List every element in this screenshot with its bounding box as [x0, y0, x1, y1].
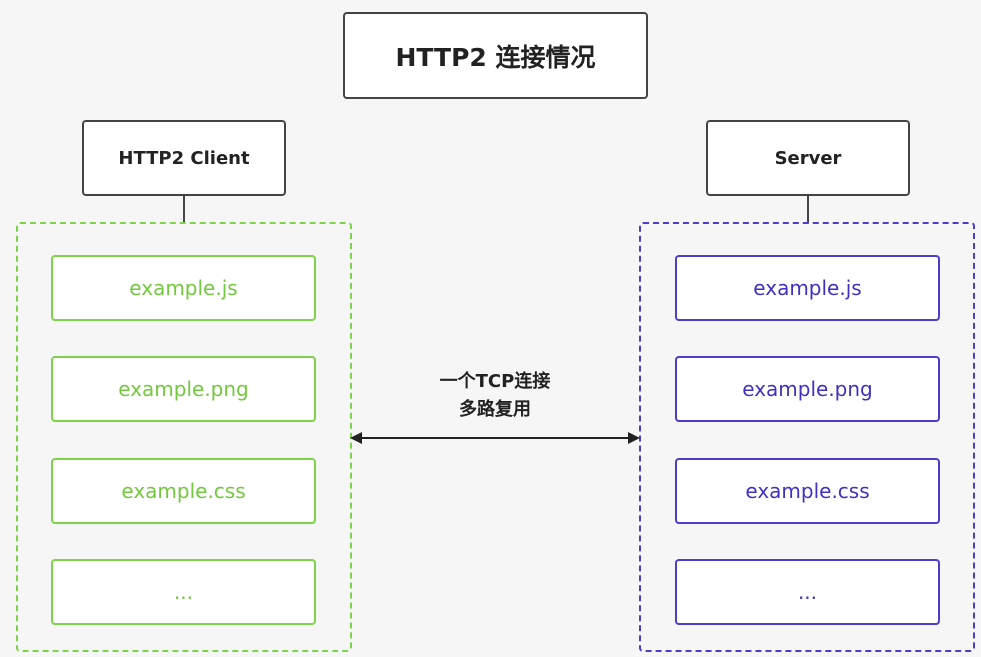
client-node: HTTP2 Client [82, 120, 286, 196]
diagram-title: HTTP2 连接情况 [343, 12, 648, 99]
client-resource-group [16, 222, 352, 652]
server-node: Server [706, 120, 910, 196]
client-connector-line [183, 196, 185, 223]
bidirectional-arrow-icon [350, 432, 640, 444]
connection-label: 一个TCP连接 多路复用 [400, 368, 590, 424]
client-file-item: ... [51, 559, 316, 625]
server-file-item: example.css [675, 458, 940, 524]
client-file-item: example.png [51, 356, 316, 422]
server-file-item: ... [675, 559, 940, 625]
client-file-item: example.js [51, 255, 316, 321]
connection-label-line1: 一个TCP连接 [439, 371, 551, 392]
client-file-item: example.css [51, 458, 316, 524]
server-file-item: example.png [675, 356, 940, 422]
connection-label-line2: 多路复用 [459, 399, 531, 420]
server-resource-group [639, 222, 975, 652]
server-file-item: example.js [675, 255, 940, 321]
server-connector-line [807, 196, 809, 223]
